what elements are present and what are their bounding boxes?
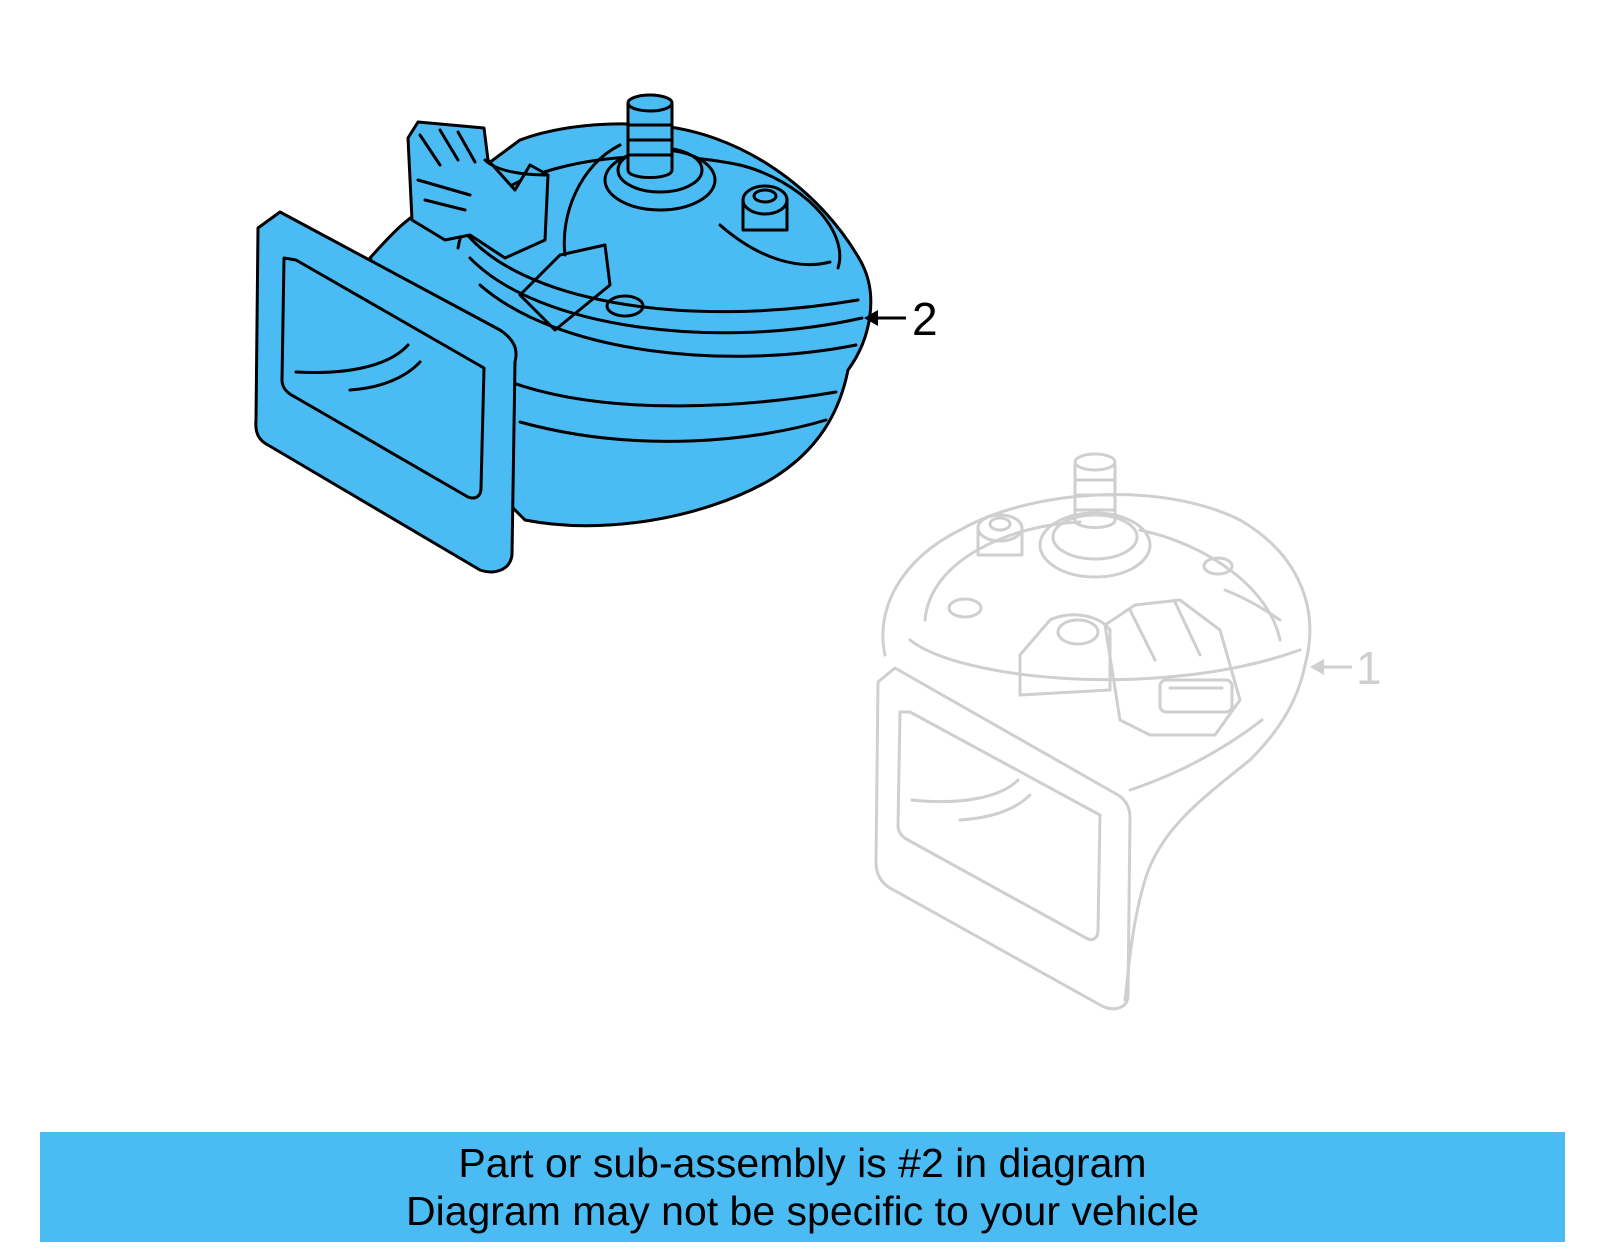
callout-1: 1 (1310, 642, 1382, 694)
horn-part-2[interactable] (254, 93, 873, 574)
parts-diagram: 2 1 (254, 93, 1382, 1011)
callout-2: 2 (864, 293, 938, 345)
info-banner: Part or sub-assembly is #2 in diagram Di… (40, 1132, 1565, 1242)
callout-2-number: 2 (912, 293, 938, 345)
banner-line-part: Part or sub-assembly is #2 in diagram (458, 1140, 1147, 1186)
horn-2-flare (254, 210, 518, 574)
horn-part-1 (874, 452, 1312, 1011)
callout-1-number: 1 (1356, 642, 1382, 694)
banner-line-disclaimer: Diagram may not be specific to your vehi… (405, 1188, 1199, 1234)
